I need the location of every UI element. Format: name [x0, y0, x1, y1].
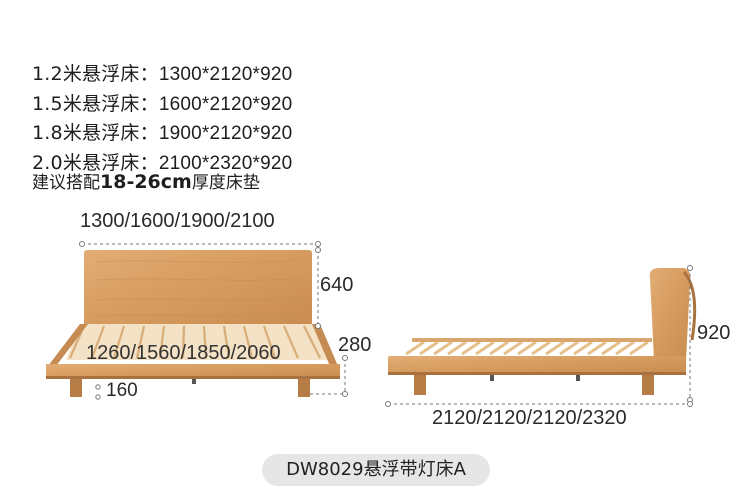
front-headboard [84, 250, 312, 328]
side-headboard [649, 268, 691, 360]
spec-line: 1.5米悬浮床：1600*2120*920 [32, 90, 292, 120]
model-badge: DW8029悬浮带灯床A [262, 454, 490, 486]
spec-label: 2.0米悬浮床： [32, 151, 159, 174]
spec-size: 2100*2320*920 [158, 152, 293, 174]
note-prefix: 建议搭配 [32, 173, 100, 193]
spec-size: 1300*2120*920 [158, 64, 293, 85]
clearance-label: 160 [106, 380, 138, 401]
spec-line: 2.0米悬浮床：2100*2320*920 [32, 149, 292, 179]
side-leg-left [414, 375, 426, 395]
note-range: 18-26cm [100, 171, 192, 193]
front-width-dimension [79, 241, 321, 247]
mattress-note: 建议搭配18-26cm厚度床垫 [32, 168, 260, 193]
spec-size: 1900*2120*920 [158, 123, 293, 144]
front-leg-left [70, 379, 82, 397]
side-length-label: 2120/2120/2120/2320 [432, 407, 627, 429]
spec-line: 1.8米悬浮床：1900*2120*920 [32, 119, 292, 149]
side-leg-right [642, 375, 654, 395]
inner-width-label: 1260/1560/1850/2060 [86, 342, 281, 364]
spec-label: 1.8米悬浮床： [32, 122, 159, 144]
spec-label: 1.5米悬浮床： [32, 92, 159, 115]
side-rail [388, 356, 686, 374]
front-width-label: 1300/1600/1900/2100 [80, 210, 275, 232]
spec-label: 1.2米悬浮床： [32, 63, 159, 85]
side-height-label: 920 [697, 322, 731, 344]
front-view-bed [46, 241, 348, 400]
spec-line: 1.2米悬浮床：1300*2120*920 [32, 60, 292, 90]
front-leg-right [298, 379, 310, 397]
side-view-bed [385, 265, 697, 407]
front-rail [46, 364, 340, 378]
note-suffix: 厚度床垫 [191, 173, 260, 193]
frame-height-label: 280 [338, 334, 372, 356]
headboard-height-label: 640 [320, 274, 354, 296]
front-slat-bed [66, 324, 330, 360]
spec-size: 1600*2120*920 [158, 93, 293, 115]
spec-list: 1.2米悬浮床：1300*2120*920 1.5米悬浮床：1600*2120*… [32, 60, 292, 178]
